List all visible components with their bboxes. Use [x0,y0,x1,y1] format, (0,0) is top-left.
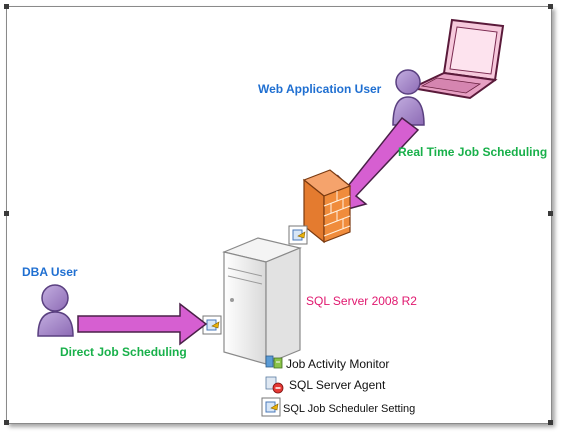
job-activity-icon [265,355,283,369]
sql-server-label: SQL Server 2008 R2 [306,294,417,308]
menu-item-sql-server-agent[interactable]: SQL Server Agent [289,378,385,392]
dba-user-label: DBA User [22,265,78,279]
resize-handle-top-right[interactable] [548,4,553,9]
firewall-icon [302,169,352,244]
resize-handle-bottom-left[interactable] [4,420,9,425]
menu-item-label: SQL Server Agent [289,378,386,392]
laptop-icon [408,18,505,100]
server-icon [222,237,302,365]
menu-item-label: SQL Job Scheduler Setting [283,403,416,415]
web-application-user-label: Web Application User [258,82,382,96]
scheduler-setting-icon [261,397,281,417]
direct-job-scheduling-label: Direct Job Scheduling [60,345,187,359]
connector-icon-server [202,315,222,335]
menu-item-sql-job-scheduler-setting[interactable]: SQL Job Scheduler Setting [283,403,415,415]
menu-item-job-activity-monitor[interactable]: Job Activity Monitor [286,357,389,371]
sql-agent-icon [265,376,284,394]
menu-item-label: Job Activity Monitor [286,357,390,371]
real-time-job-scheduling-label: Real Time Job Scheduling [398,145,548,159]
resize-handle-mid-right[interactable] [548,211,553,216]
web-user-person-icon [392,69,425,126]
resize-handle-mid-left[interactable] [4,211,9,216]
connector-icon-firewall [288,225,308,245]
arrow-dba-to-server [77,302,208,346]
dba-user-person-icon [37,284,74,337]
resize-handle-top-left[interactable] [4,4,9,9]
resize-handle-bottom-right[interactable] [548,420,553,425]
